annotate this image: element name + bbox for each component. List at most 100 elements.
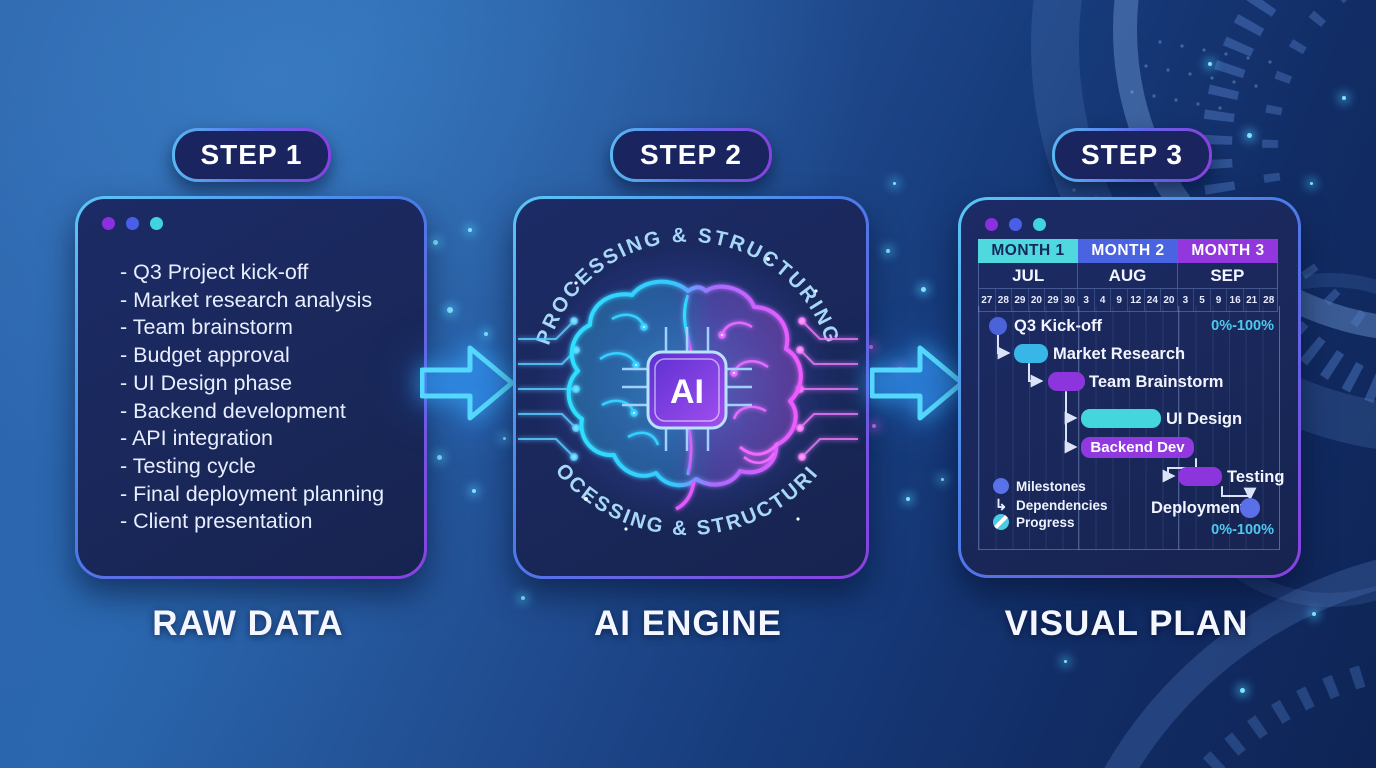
month-3-header: MONTH 3 (1178, 239, 1278, 263)
day-cell: 4 (1095, 289, 1112, 311)
legend-progress: Progress (993, 514, 1075, 530)
sparkle-dot (1312, 612, 1316, 616)
sparkle-dot (503, 437, 506, 440)
month-aug: AUG (1078, 263, 1178, 288)
step-2-badge-label: STEP 2 (613, 131, 769, 179)
task-label-ui-design: UI Design (1166, 410, 1243, 428)
day-cell: 16 (1227, 289, 1244, 311)
bar-ui-design (1081, 409, 1161, 428)
progress-range-top: 0%-100% (1211, 318, 1274, 334)
circuit-traces-right (796, 317, 858, 461)
day-cell: 27 (979, 289, 996, 311)
ai-brain-graphic: PROCESSING & STRUCTURING PROCESSING & ST… (516, 199, 858, 540)
bar-market-research (1014, 344, 1048, 363)
bar-testing (1178, 467, 1222, 486)
list-item: - Testing cycle (120, 453, 256, 478)
sparkle-dot (468, 228, 472, 232)
task-label-deployment: Deployment (1151, 499, 1246, 517)
ai-engine-card-body: PROCESSING & STRUCTURING PROCESSING & ST… (516, 199, 866, 576)
flow-arrow-2 (869, 340, 966, 426)
flow-arrow-1 (419, 340, 516, 426)
day-cell: 12 (1128, 289, 1145, 311)
sparkle-dot (893, 182, 896, 185)
sparkle-dot (433, 240, 438, 245)
sparkle-dot (1247, 133, 1252, 138)
legend-milestones: Milestones (993, 478, 1086, 494)
sparkle-dot (484, 332, 488, 336)
day-cell: 9 (1211, 289, 1228, 311)
legend-dependencies: ↳ Dependencies (993, 496, 1108, 514)
month-row: MONTH 1 MONTH 2 MONTH 3 (978, 239, 1278, 263)
day-cell: 20 (1029, 289, 1046, 311)
right-arrow-icon (419, 345, 515, 421)
gantt-chart: Q3 Kick-off 0%-100% Market Research Team… (978, 306, 1284, 550)
caption-raw-data: RAW DATA (152, 604, 344, 643)
sparkle-dot (1064, 660, 1067, 663)
day-cell: 30 (1062, 289, 1079, 311)
task-label-q3-kickoff: Q3 Kick-off (1014, 317, 1103, 335)
sparkle-dot (1208, 62, 1212, 66)
list-item: - Q3 Project kick-off (120, 260, 309, 284)
sparkle-dot (886, 249, 890, 253)
raw-data-card-body: - Q3 Project kick-off - Market research … (78, 199, 424, 576)
ai-engine-card: PROCESSING & STRUCTURING PROCESSING & ST… (513, 196, 869, 579)
list-item: - Client presentation (120, 509, 313, 534)
month-name-row: JUL AUG SEP (978, 263, 1278, 288)
list-item: - Backend development (120, 398, 346, 423)
brain-sparkles (574, 257, 818, 531)
list-item: - Budget approval (120, 343, 290, 368)
month-1-header: MONTH 1 (978, 239, 1078, 263)
sparkle-dot (1310, 182, 1313, 185)
window-dot-purple (102, 217, 115, 230)
window-dot-cyan (150, 217, 163, 230)
sparkle-dot (1342, 96, 1346, 100)
legend-label: Milestones (1016, 478, 1086, 494)
bar-team-brainstorm (1048, 372, 1085, 391)
window-dot-purple (985, 218, 998, 231)
dependency-connectors (997, 334, 1257, 501)
day-cell: 20 (1161, 289, 1178, 311)
window-dot-blue (1009, 218, 1022, 231)
sparkle-dot (472, 489, 476, 493)
sparkle-dot (447, 307, 453, 313)
gantt-header: MONTH 1 MONTH 2 MONTH 3 JUL AUG SEP 27 2… (978, 239, 1278, 312)
window-dots (102, 217, 163, 230)
day-cell: 24 (1145, 289, 1162, 311)
step-3-badge: STEP 3 (1052, 128, 1212, 182)
raw-data-card: - Q3 Project kick-off - Market research … (75, 196, 427, 579)
task-label-market-research: Market Research (1053, 345, 1186, 363)
ai-chip-label: AI (670, 373, 704, 411)
step-3-badge-label: STEP 3 (1055, 131, 1209, 179)
visual-plan-card: MONTH 1 MONTH 2 MONTH 3 JUL AUG SEP 27 2… (958, 197, 1301, 578)
window-dot-blue (126, 217, 139, 230)
legend-label: Progress (1016, 514, 1075, 530)
day-cell: 21 (1244, 289, 1261, 311)
sparkle-dot (872, 424, 876, 428)
milestone-deployment (1240, 498, 1260, 518)
sparkle-dot (869, 345, 873, 349)
sparkle-dot (906, 497, 910, 501)
day-cell: 3 (1078, 289, 1095, 311)
brain-circuits-left (599, 313, 660, 446)
day-numbers-row: 27 28 29 20 29 30 3 4 9 12 24 20 3 5 9 1… (978, 288, 1278, 312)
sparkle-dot (1240, 688, 1245, 693)
step-1-badge-label: STEP 1 (175, 131, 328, 179)
bar-backend-dev: Backend Dev (1081, 437, 1194, 458)
sparkle-dot (921, 287, 926, 292)
day-cell: 28 (1263, 294, 1275, 306)
sparkle-dot (437, 455, 442, 460)
milestone-dot-icon (993, 478, 1009, 494)
day-cell: 5 (1194, 289, 1211, 311)
legend-label: Dependencies (1016, 497, 1108, 513)
right-arrow-icon (869, 345, 965, 421)
window-dot-cyan (1033, 218, 1046, 231)
month-2-header: MONTH 2 (1078, 239, 1178, 263)
day-cell: 28 (996, 289, 1013, 311)
day-cell: 3 (1178, 289, 1195, 311)
step-1-badge: STEP 1 (172, 128, 331, 182)
list-item: - API integration (120, 426, 273, 451)
list-item: - Team brainstorm (120, 315, 293, 340)
task-label-backend-dev: Backend Dev (1090, 439, 1185, 456)
day-cell: 29 (1045, 289, 1062, 311)
